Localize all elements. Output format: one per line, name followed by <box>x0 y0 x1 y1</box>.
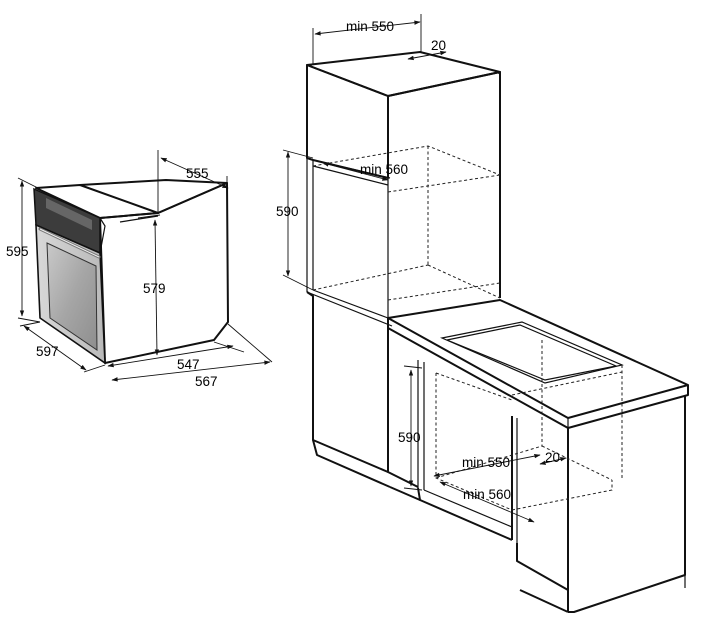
oven-drawing <box>33 179 229 365</box>
worktop <box>387 299 689 419</box>
oven-height-label: 595 <box>6 244 29 259</box>
tall-clearance-label: 20 <box>431 38 446 53</box>
tall-cabinet-niche-outline <box>312 145 501 301</box>
under-niche-width-label: min 550 <box>462 455 510 470</box>
under-counter-cabinet <box>387 299 689 613</box>
oven-door-glass <box>46 242 98 351</box>
oven-width-label: 597 <box>36 344 59 359</box>
oven-inner-height-label: 579 <box>143 281 166 296</box>
under-clearance-label: 20 <box>545 450 560 465</box>
tall-cabinet-dimension-lines <box>282 14 447 291</box>
under-niche-height-label: 590 <box>398 430 421 445</box>
tall-niche-height-label: 590 <box>276 204 299 219</box>
oven-dimension-lines <box>17 150 273 382</box>
tall-cabinet <box>306 51 501 488</box>
oven-depth-567-label: 567 <box>195 374 218 389</box>
under-counter-niche-outline <box>435 340 623 511</box>
tall-niche-depth-label: min 560 <box>360 162 408 177</box>
tall-niche-width-label: min 550 <box>346 19 394 34</box>
oven-depth-label: 555 <box>186 166 209 181</box>
under-counter-dimension-lines <box>403 365 567 523</box>
under-niche-depth-label: min 560 <box>463 487 511 502</box>
oven-depth-547-label: 547 <box>177 357 200 372</box>
